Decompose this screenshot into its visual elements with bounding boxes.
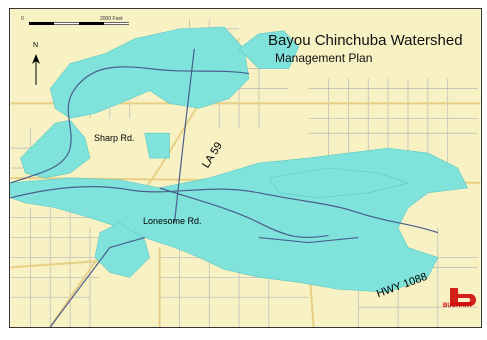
map-frame: Bayou Chinchuba Watershed Management Pla… <box>9 8 482 328</box>
scale-bar-icon <box>29 22 129 25</box>
map-subtitle: Management Plan <box>275 51 373 65</box>
north-arrow-icon <box>32 54 40 85</box>
map-title: Bayou Chinchuba Watershed <box>268 32 463 49</box>
watershed-map <box>10 9 481 327</box>
streams <box>10 48 438 327</box>
label-sharp-rd: Sharp Rd. <box>94 133 135 143</box>
floodplain-area <box>10 26 469 293</box>
label-lonesome-rd: Lonesome Rd. <box>143 216 202 226</box>
scale-right-label: 2000 Feet <box>100 16 123 22</box>
scale-left-label: 0 <box>21 16 24 22</box>
logo-text: BUCHART <box>443 303 473 309</box>
north-letter: N <box>33 42 39 49</box>
buchart-logo-icon <box>450 288 476 306</box>
